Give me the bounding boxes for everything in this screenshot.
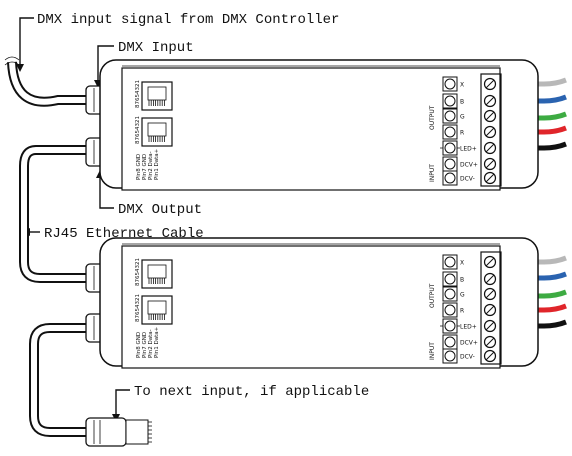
rj45-pin-label: Pin8 GND bbox=[136, 154, 142, 180]
controller-board bbox=[121, 67, 501, 191]
svg-text:DCV-: DCV- bbox=[460, 354, 475, 361]
output-wires-unit1 bbox=[500, 77, 567, 151]
rj45-pin-label: Pin2 Data- bbox=[148, 329, 154, 358]
terminal-b: B bbox=[442, 93, 497, 109]
svg-text:R: R bbox=[460, 308, 464, 315]
terminal-led-minusplus: LED+ bbox=[442, 318, 497, 334]
callout-dmx-input: DMX Input bbox=[118, 40, 194, 56]
terminal-r: R bbox=[442, 124, 497, 140]
input-group-label: INPUT bbox=[429, 164, 436, 182]
svg-text:X: X bbox=[460, 82, 464, 89]
terminal-dcv-minus: DCV- bbox=[442, 170, 497, 186]
terminal-g: G bbox=[442, 108, 497, 124]
port-pin-numbers: 87654321 bbox=[135, 116, 141, 144]
rj45-pin-label: Pin7 GND bbox=[142, 154, 148, 180]
svg-text:DCV+: DCV+ bbox=[460, 162, 478, 169]
screw-terminal-block bbox=[480, 73, 502, 187]
svg-text:B: B bbox=[460, 99, 464, 106]
rj45-port-input: 87654321 bbox=[135, 258, 173, 289]
svg-text:B: B bbox=[460, 277, 464, 284]
svg-text:X: X bbox=[460, 260, 464, 267]
svg-text:G: G bbox=[460, 114, 465, 121]
callout-next-input: To next input, if applicable bbox=[134, 384, 369, 400]
callout-dmx-signal: DMX input signal from DMX Controller bbox=[37, 12, 339, 28]
svg-text:LED+: LED+ bbox=[460, 146, 477, 153]
rj45-plug-next bbox=[85, 417, 152, 447]
terminal-b: B bbox=[442, 271, 497, 287]
terminal-dcv-minusplus: DCV+ bbox=[442, 156, 497, 172]
rj45-pin-label: Pin8 GND bbox=[136, 332, 142, 358]
output-group-label: OUTPUT bbox=[429, 283, 436, 308]
port-pin-numbers: 87654321 bbox=[135, 80, 141, 108]
rj45-pin-label: Pin1 Data+ bbox=[154, 326, 160, 358]
terminal-dcv-minusplus: DCV+ bbox=[442, 334, 497, 350]
rj45-port-output: 87654321 bbox=[135, 116, 173, 147]
terminal-r: R bbox=[442, 302, 497, 318]
port-pin-numbers: 87654321 bbox=[135, 294, 141, 322]
rj45-pin-label: Pin2 Data- bbox=[148, 151, 154, 180]
terminal-dcv-minus: DCV- bbox=[442, 348, 497, 364]
terminal-x: X bbox=[442, 76, 497, 92]
output-group-label: OUTPUT bbox=[429, 105, 436, 130]
svg-text:R: R bbox=[460, 130, 464, 137]
screw-terminal-block bbox=[480, 251, 502, 365]
input-group-label: INPUT bbox=[429, 342, 436, 360]
rj45-pin-label: Pin7 GND bbox=[142, 332, 148, 358]
port-pin-numbers: 87654321 bbox=[135, 258, 141, 286]
svg-text:LED+: LED+ bbox=[460, 324, 477, 331]
svg-text:DCV+: DCV+ bbox=[460, 340, 478, 347]
controller-board bbox=[121, 245, 501, 369]
output-wires-unit2 bbox=[500, 255, 567, 329]
callout-dmx-output: DMX Output bbox=[118, 202, 202, 218]
terminal-led-minusplus: LED+ bbox=[442, 140, 497, 156]
cables bbox=[4, 56, 88, 437]
rj45-port-output: 87654321 bbox=[135, 294, 173, 325]
rj45-port-input: 87654321 bbox=[135, 80, 173, 111]
svg-text:DCV-: DCV- bbox=[460, 176, 475, 183]
terminal-g: G bbox=[442, 286, 497, 302]
svg-text:G: G bbox=[460, 292, 465, 299]
rj45-pin-label: Pin1 Data+ bbox=[154, 148, 160, 180]
terminal-x: X bbox=[442, 254, 497, 270]
